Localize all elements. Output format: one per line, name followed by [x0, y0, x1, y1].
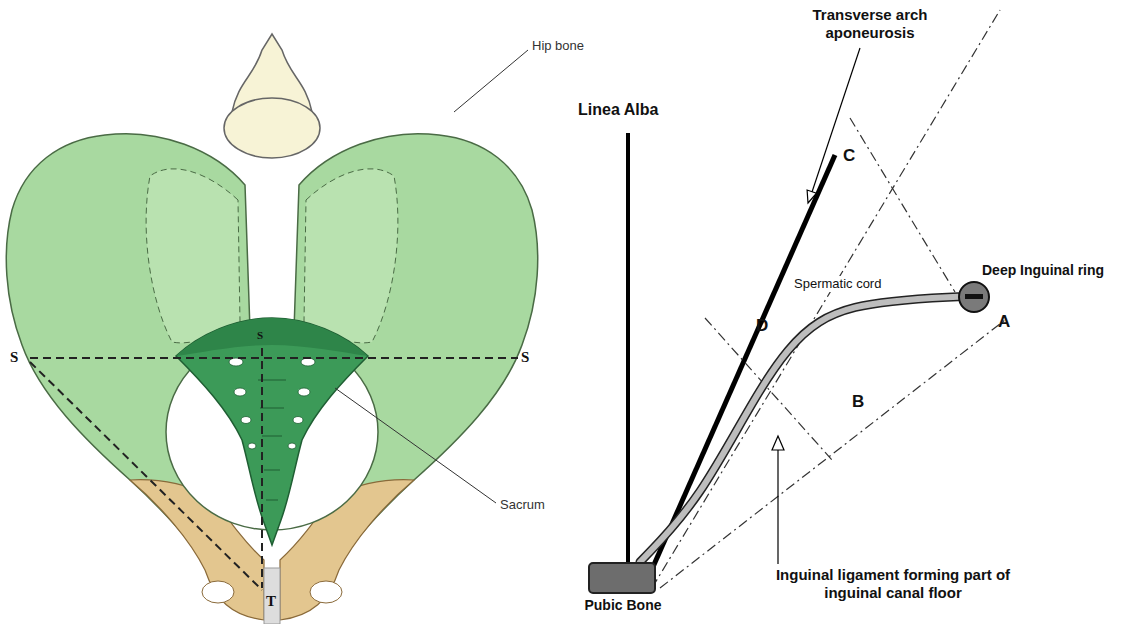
- structure-label: Inguinal ligament forming part of inguin…: [762, 566, 1024, 602]
- structure-label: Transverse arch aponeurosis: [805, 6, 935, 42]
- ring-circle: [958, 281, 990, 313]
- cord-fill: [640, 297, 958, 562]
- pelvis-figure: [6, 34, 537, 624]
- ring-bar: [965, 294, 983, 299]
- pubic-bone-node: Pubic Bone: [568, 562, 678, 614]
- part-label: Sacrum: [500, 497, 545, 513]
- leader-line: [777, 450, 778, 564]
- point-letter: D: [756, 316, 768, 336]
- deep-ring-node: Deep Inguinal ring: [958, 262, 1118, 313]
- sacrum-shape: [176, 318, 368, 545]
- bone-block: [588, 562, 656, 594]
- node-label: Deep Inguinal ring: [982, 262, 1118, 279]
- sacral-foramina: [229, 358, 315, 449]
- point-letter: S: [10, 348, 18, 366]
- pubic-symphysis: [264, 568, 280, 624]
- vertebral-body: [224, 98, 320, 158]
- point-letter: S: [521, 348, 529, 366]
- linea-alba-line: [626, 133, 630, 578]
- structure-label: Linea Alba: [578, 100, 658, 119]
- leader-arrowhead: [772, 436, 784, 450]
- leader-line: [335, 388, 496, 503]
- point-letter: A: [998, 312, 1010, 332]
- inguinal-diagram: [628, 10, 1005, 588]
- sacral-ala: [176, 318, 368, 356]
- part-label: Hip bone: [532, 38, 584, 54]
- edge-label: Spermatic cord: [792, 276, 883, 292]
- point-letter: B: [852, 392, 864, 412]
- cord-outline: [640, 297, 958, 562]
- leader-line: [812, 48, 860, 192]
- leader-arrowhead: [807, 190, 816, 203]
- point-letter: T: [266, 592, 276, 610]
- point-letter: C: [843, 146, 855, 166]
- measurement-lines: [30, 348, 518, 590]
- node-label: Pubic Bone: [568, 597, 678, 614]
- spermatic-cord: [640, 297, 958, 562]
- point-letter: S: [257, 329, 263, 342]
- leader-line: [454, 50, 528, 112]
